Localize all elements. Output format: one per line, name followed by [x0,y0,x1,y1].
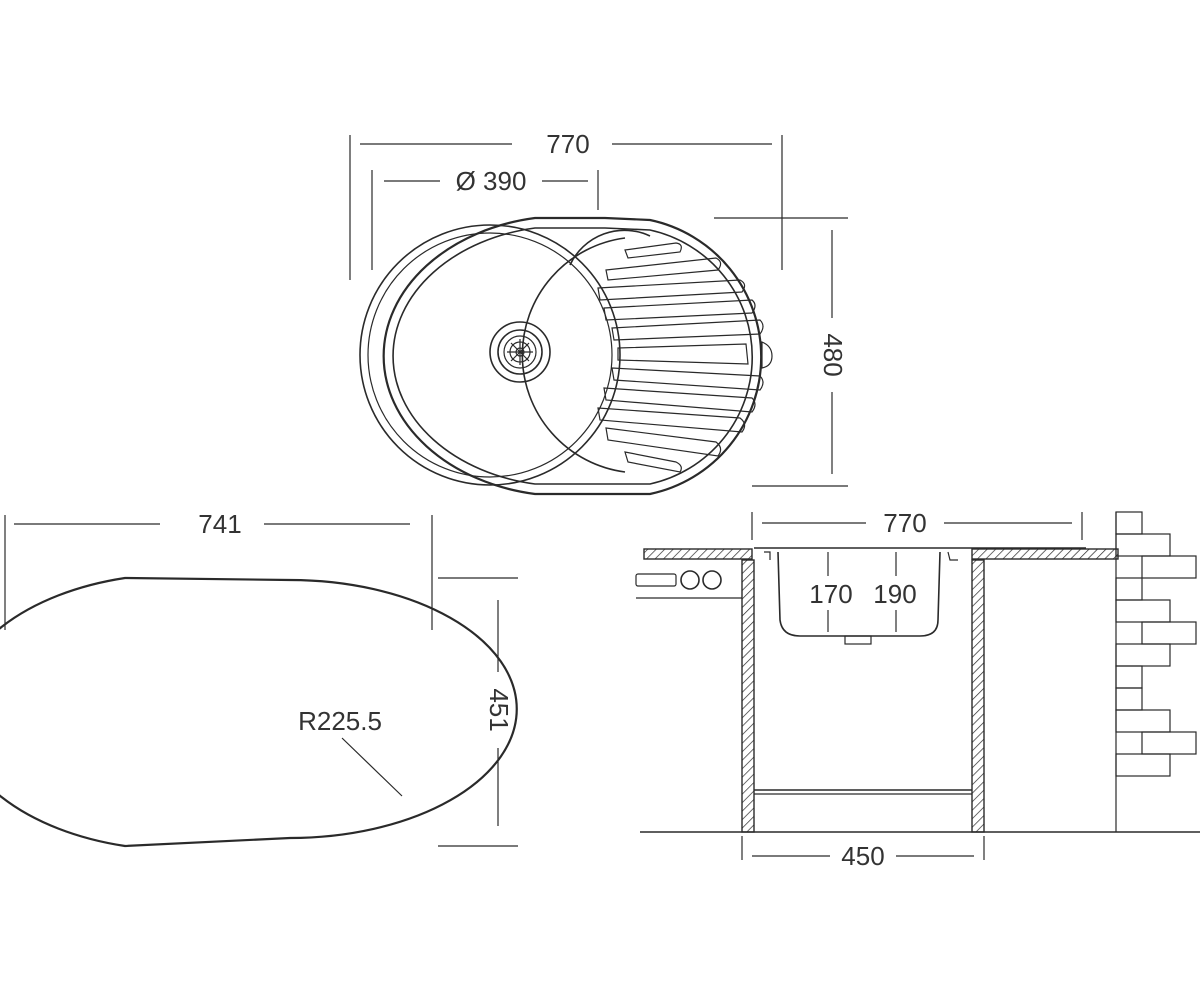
drain-section [844,635,872,645]
section-width-label: 770 [883,508,926,538]
dim-cutout-height [438,577,518,847]
dim-width-770 [349,135,783,280]
drainboard-curve [521,237,626,473]
bowl-inner [367,232,613,478]
cutout-height-label: 451 [484,688,514,731]
depth-label-190: 190 [873,579,916,609]
cabinet-wall-left [741,559,755,833]
cutout-width-label: 741 [198,509,241,539]
sink-section [754,547,1086,637]
bowl-diameter-label: Ø 390 [456,166,527,196]
dim-depths [827,552,897,632]
cutout-outline [0,576,518,848]
radius-leader [341,737,403,797]
cabinet-wall-right [971,559,985,833]
sink-inner-rim [392,227,754,485]
drain-icon [489,321,551,383]
dim-section-width [751,512,1083,540]
dim-cutout-width [4,515,433,630]
top-width-label: 770 [546,129,589,159]
countertop-right [971,548,1119,560]
cabinet-width-label: 450 [841,841,884,871]
cutout-view: 741 451 R225.5 [0,509,518,848]
depth-label-170: 170 [809,579,852,609]
sink-outer-rim [382,216,763,496]
dim-bowl-diameter [371,170,599,270]
countertop-left [643,548,753,560]
drainboard-ribs [597,242,773,473]
bowl-outer [359,224,621,486]
cutout-radius-label: R225.5 [298,706,382,736]
brick-wall [1115,511,1197,832]
drainboard-edge [569,229,651,266]
section-view: 770 170 190 450 [635,508,1200,871]
pipe-icon [635,570,742,599]
top-height-label: 480 [818,333,848,376]
dim-cabinet-width [741,836,985,860]
dim-height-480 [714,217,848,487]
top-view: 770 Ø 390 480 [349,129,848,496]
